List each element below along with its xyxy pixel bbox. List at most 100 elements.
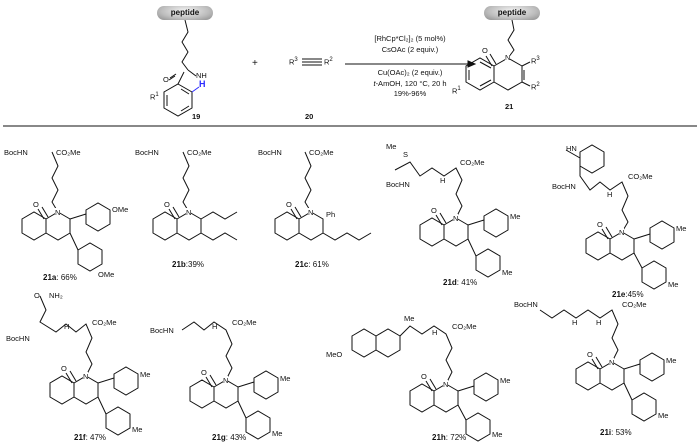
substrate-nh-label: NH [196, 71, 207, 80]
21c-ph: Ph [326, 210, 336, 219]
substrate-o-label: O [163, 75, 169, 84]
21f-nh: H [64, 322, 70, 331]
21h-me-top: Me [500, 376, 511, 385]
21e-hn: HN [566, 144, 577, 153]
alkyne-r3-label: R3 [289, 57, 298, 67]
21g-nh: H [212, 322, 218, 331]
structure-21b [152, 151, 238, 241]
21f-co2me: CO₂Me [92, 318, 117, 327]
21i-nh-2: H [596, 318, 602, 327]
21i-co2me: CO₂Me [622, 300, 647, 309]
plus-sign: + [252, 58, 258, 69]
caption-21b: 21b:39% [172, 260, 205, 269]
21h-me-bottom: Me [492, 430, 503, 439]
condition-solvent: t-AmOH, 120 °C, 20 h [373, 78, 447, 88]
21e-bochn: BocHN [552, 182, 576, 191]
21f-nh2: NH₂ [49, 291, 63, 300]
21h-me-alpha: Me [404, 314, 415, 323]
alkyne-r2-label: R2 [324, 57, 333, 67]
21e-me-top: Me [676, 224, 687, 233]
structure-21i [539, 309, 665, 422]
21h-nh: H [432, 328, 438, 337]
condition-oxidant: Cu(OAc)₂ (2 equiv.) [377, 68, 443, 77]
peptide-badge-product: peptide [484, 6, 540, 20]
21a-bochn: BocHN [4, 148, 28, 157]
structure-21c [274, 151, 372, 241]
21f-me-bottom: Me [132, 425, 143, 434]
21f-me-top: Me [140, 370, 151, 379]
21f-o: O [34, 291, 40, 300]
caption-21f: 21f: 47% [74, 433, 107, 442]
product-r2-label: R2 [531, 82, 540, 92]
structure-21e [565, 144, 675, 290]
21d-s: S [403, 150, 409, 159]
substrate-chain [181, 19, 189, 71]
21c-co2me: CO₂Me [309, 148, 334, 157]
reaction-conditions-above: [RhCp*Cl₂]₂ (5 mol%) CsOAc (2 equiv.) [335, 34, 485, 55]
caption-21g: 21g: 43% [212, 433, 247, 442]
product-o-label: O [482, 46, 488, 55]
product-number: 21 [505, 102, 514, 111]
product-pyridone [493, 57, 523, 91]
21d-n: N [453, 214, 459, 223]
21i-o-ring: O [587, 350, 593, 359]
structure-21f [39, 295, 139, 436]
21g-bochn: BocHN [150, 326, 174, 335]
21d-me-bottom: Me [502, 268, 513, 277]
21b-bochn: BocHN [135, 148, 159, 157]
condition-base: CsOAc (2 equiv.) [381, 44, 439, 54]
caption-21i: 21i: 53% [600, 428, 632, 437]
21d-bochn: BocHN [386, 180, 410, 189]
21f-o-ring: O [61, 364, 67, 373]
21f-bochn: BocHN [6, 334, 30, 343]
21e-co2me: CO₂Me [628, 172, 653, 181]
structure-21d [394, 161, 509, 278]
21d-nh: H [440, 176, 446, 185]
condition-catalyst: [RhCp*Cl₂]₂ (5 mol%) [374, 34, 446, 43]
structure-21h [351, 325, 499, 442]
caption-21e: 21e:45% [612, 290, 644, 299]
reaction-conditions-below: Cu(OAc)₂ (2 equiv.) t-AmOH, 120 °C, 20 h… [335, 68, 485, 100]
21f-n: N [83, 372, 89, 381]
21e-o: O [597, 220, 603, 229]
21a-ome-top: OMe [112, 205, 129, 214]
amide-nh-bond [187, 69, 197, 77]
21b-n: N [186, 208, 192, 217]
21g-n: N [223, 376, 229, 385]
21i-me-top: Me [666, 356, 677, 365]
peptide-badge-substrate: peptide [157, 6, 213, 20]
21g-co2me: CO₂Me [232, 318, 257, 327]
21b-o: O [164, 200, 170, 209]
substrate-benzene [163, 83, 193, 117]
product-benzene [465, 57, 495, 91]
substrate-number: 19 [192, 112, 201, 121]
21b-co2me: CO₂Me [187, 148, 212, 157]
21d-o: O [431, 206, 437, 215]
product-chain [507, 19, 515, 59]
structure-21g [181, 321, 279, 440]
21a-ome-bottom: OMe [98, 270, 115, 279]
21e-nh: H [607, 190, 613, 199]
product-r1-label: R1 [452, 86, 461, 96]
21i-me-bottom: Me [658, 411, 669, 420]
substrate-h-label: H [199, 79, 206, 89]
condition-yield-range: 19%-96% [393, 89, 427, 98]
product-n-label: N [505, 53, 511, 62]
21d-me-s: Me [386, 142, 397, 151]
caption-21a: 21a: 66% [43, 273, 77, 282]
21c-n: N [308, 208, 314, 217]
21i-nh-1: H [572, 318, 578, 327]
alkyne-number: 20 [305, 112, 314, 121]
product-r3-label: R3 [531, 56, 540, 66]
substrate-r1-label: R1 [150, 92, 159, 102]
21h-o-ring: O [421, 372, 427, 381]
21a-co2me: CO₂Me [56, 148, 81, 157]
21g-o-ring: O [201, 368, 207, 377]
21c-o: O [286, 200, 292, 209]
21e-n: N [619, 228, 625, 237]
21c-bochn: BocHN [258, 148, 282, 157]
21i-bochn: BocHN [514, 300, 538, 309]
caption-21d: 21d: 41% [443, 278, 478, 287]
